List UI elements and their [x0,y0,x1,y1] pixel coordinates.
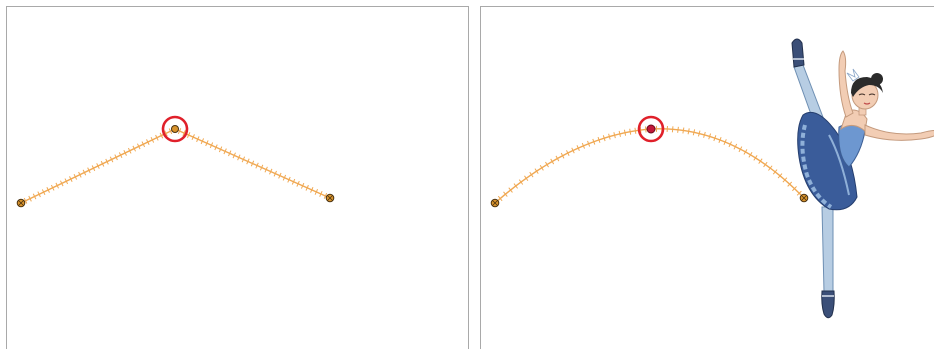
keyframe-end[interactable] [326,194,334,202]
camera-view-right[interactable] [480,6,934,349]
camera-view-left[interactable] [6,6,469,349]
keyframe-start[interactable] [17,199,25,207]
right-view-canvas [481,7,934,349]
keyframe-start[interactable] [491,199,499,207]
left-view-canvas [7,7,470,349]
motion-path-linear[interactable] [20,126,330,205]
motion-path-smooth[interactable] [493,126,804,205]
keyframe-end[interactable] [800,194,808,202]
ballerina-character[interactable] [792,39,934,318]
keyframe-middle-selected[interactable] [163,117,187,141]
